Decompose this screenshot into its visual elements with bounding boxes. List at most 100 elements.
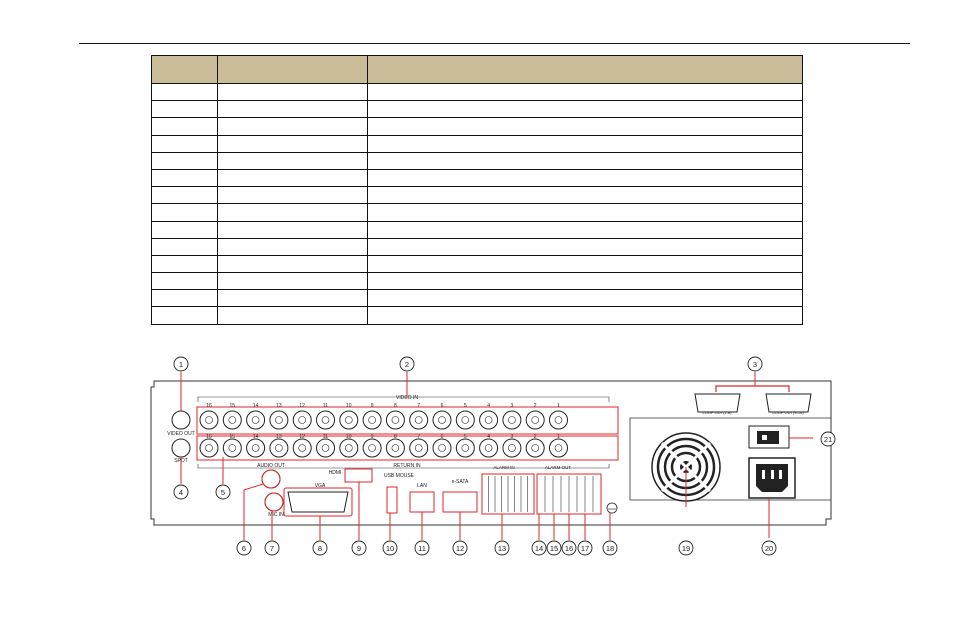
callout-leader (243, 483, 264, 491)
bnc-video-in-pin (345, 416, 353, 424)
bnc-video-in-pin (275, 416, 283, 424)
table-cell-description (367, 186, 803, 205)
vga-highlight (283, 487, 353, 517)
bnc-video-in-connector (455, 410, 475, 430)
table-cell-name (217, 220, 368, 239)
bnc-return-in-connector (549, 438, 568, 458)
callout-circle (382, 540, 398, 556)
callout-number: 12 (456, 544, 464, 553)
bnc-number-bottom: 16 (206, 434, 212, 440)
bnc-number-bottom: 13 (276, 434, 282, 440)
audio-out-highlight (261, 469, 281, 489)
bnc-video-in-connector (199, 410, 219, 430)
bnc-return-in-pin (484, 444, 493, 452)
loop-out-a-label: LOOP OUT(1-8) (702, 410, 732, 415)
ground-icon (606, 502, 618, 514)
callout-number: 20 (765, 544, 773, 553)
table-cell-no (151, 289, 218, 308)
callout-circle (312, 540, 328, 556)
bnc-return-in-pin (228, 444, 237, 452)
callout-number: 10 (386, 544, 394, 553)
table-cell-description (367, 151, 803, 170)
loop-out-b-port (765, 393, 812, 413)
bnc-number-bottom: 15 (230, 434, 236, 440)
callout-number: 16 (565, 544, 573, 553)
bnc-number-top: 9 (371, 403, 374, 409)
bnc-video-in-pin (321, 416, 330, 424)
bnc-return-in-connector (292, 438, 312, 458)
bnc-return-in-pin (368, 444, 376, 452)
bnc-number-top: 13 (276, 403, 282, 409)
table-cell-description (367, 203, 803, 222)
callout-circle (351, 540, 367, 556)
table-cell-no (151, 220, 218, 239)
table-cell-name (217, 254, 368, 274)
table-cell-name (217, 272, 368, 291)
table-row (151, 168, 803, 188)
bnc-video-in-connector (385, 410, 405, 430)
bnc-video-in-connector (525, 410, 545, 430)
callout-circle (577, 540, 593, 556)
bnc-number-top: 6 (441, 403, 444, 409)
bnc-return-in-pin (321, 444, 330, 452)
table-row (151, 186, 803, 205)
bnc-return-in-connector (269, 438, 289, 458)
power-area (629, 417, 832, 501)
callout-number: 6 (242, 544, 246, 553)
table-cell-name (217, 151, 368, 170)
table-row (151, 289, 803, 308)
bnc-return-in-pin (298, 444, 306, 452)
bnc-return-in-connector (432, 438, 452, 458)
loop-out-b-label: LOOP OUT(9-16) (772, 410, 804, 415)
video-in-label: VIDEO IN (396, 395, 418, 401)
table-cell-no (151, 100, 218, 119)
bnc-return-in-connector (362, 438, 382, 458)
callout-number: 9 (357, 544, 361, 553)
callout-number: 3 (753, 360, 757, 369)
table-row (151, 237, 803, 256)
ac-pin (779, 470, 782, 479)
callout-circle (236, 540, 252, 556)
table-row (151, 100, 803, 119)
bnc-video-in-connector (222, 410, 242, 430)
lan-port (409, 491, 435, 513)
bnc-video-in-connector (269, 410, 289, 430)
bnc-video-in-connector (479, 410, 499, 430)
callout-circle (414, 540, 430, 556)
bnc-video-in-pin (438, 416, 446, 424)
bnc-number-top: 2 (534, 403, 537, 409)
table-row (151, 117, 803, 136)
bnc-number-top: 1 (557, 403, 560, 409)
table-cell-no (151, 82, 218, 102)
table-header-row (151, 55, 803, 84)
table-cell-name (217, 82, 368, 102)
table-cell-description (367, 134, 803, 153)
table-cell-no (151, 186, 218, 205)
bnc-number-top: 14 (253, 403, 259, 409)
bnc-number-top: 4 (487, 403, 490, 409)
bnc-video-in-pin (461, 416, 470, 424)
bnc-number-bottom: 7 (417, 434, 420, 440)
callout-circle (215, 484, 231, 500)
callout-circle (761, 540, 777, 556)
callout-circle (173, 484, 189, 500)
table-cell-no (151, 151, 218, 170)
table-cell-description (367, 254, 803, 274)
usb-port (386, 486, 398, 514)
bnc-video-in-connector (246, 410, 266, 430)
table-cell-name (217, 100, 368, 119)
callout-circle (399, 356, 415, 372)
bnc-return-in-pin (414, 444, 423, 452)
bnc-return-in-pin (391, 444, 400, 452)
bnc-return-in-connector (502, 438, 522, 458)
mic-in-highlight (264, 492, 284, 512)
bnc-video-in-pin (414, 416, 423, 424)
video-out-connector (171, 410, 191, 430)
callout-number: 1 (179, 360, 183, 369)
bnc-video-in-pin (368, 416, 376, 424)
bnc-video-in-connector (339, 410, 359, 430)
table-row (151, 220, 803, 239)
lan-label: LAN (417, 483, 427, 489)
bnc-return-in-connector (246, 438, 266, 458)
